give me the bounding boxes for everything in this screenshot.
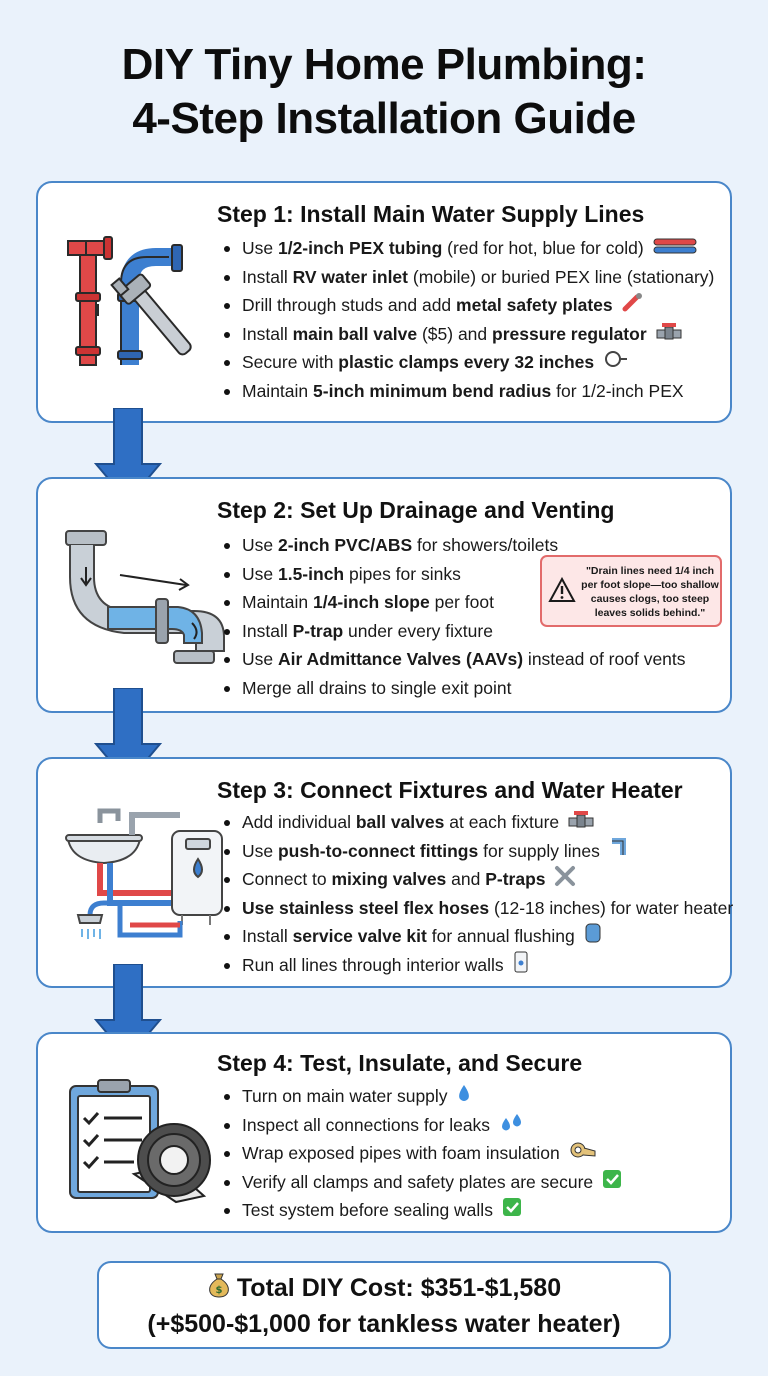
check-icon <box>602 1169 622 1198</box>
title-line-1: DIY Tiny Home Plumbing: <box>121 40 647 89</box>
step-1-heading: Step 1: Install Main Water Supply Lines <box>217 201 645 227</box>
check-icon <box>502 1197 522 1226</box>
svg-text:$: $ <box>215 1285 222 1296</box>
list-item: Wrap exposed pipes with foam insulation <box>222 1139 622 1168</box>
list-item: Test system before sealing walls <box>222 1196 622 1225</box>
step-1-card: Step 1: Install Main Water Supply Lines … <box>36 181 732 423</box>
total-cost-line-1: Total DIY Cost: $351-$1,580 <box>236 1274 562 1302</box>
step-3-heading: Step 3: Connect Fixtures and Water Heate… <box>217 777 683 803</box>
fitting-icon <box>609 837 633 868</box>
step-1-list: Use 1/2-inch PEX tubing (red for hot, bl… <box>222 234 714 405</box>
fixtures-heater-illustration <box>60 803 230 958</box>
list-item: Connect to mixing valves and P-traps <box>222 865 733 894</box>
list-item: Add individual ball valves at each fixtu… <box>222 808 733 837</box>
step-2-list: Use 2-inch PVC/ABS for showers/toilets U… <box>222 531 686 702</box>
list-item: Use 2-inch PVC/ABS for showers/toilets <box>222 531 686 560</box>
drain-pipe-illustration <box>60 527 230 672</box>
clamp-icon <box>603 349 629 378</box>
list-item: Maintain 1/4-inch slope per foot <box>222 588 686 617</box>
total-cost-box: $ Total DIY Cost: $351-$1,580 (+$500-$1,0… <box>97 1261 671 1349</box>
list-item: Maintain 5-inch minimum bend radius for … <box>222 377 714 406</box>
heater-icon <box>513 951 529 982</box>
list-item: Install service valve kit for annual flu… <box>222 922 733 951</box>
warning-text: "Drain lines need 1/4 inch per foot slop… <box>581 565 719 619</box>
step-3-list: Add individual ball valves at each fixtu… <box>222 808 733 979</box>
list-item: Merge all drains to single exit point <box>222 674 686 703</box>
warning-icon <box>548 577 576 602</box>
list-item: Turn on main water supply <box>222 1082 622 1111</box>
pipes-wrench-illustration <box>56 223 226 378</box>
step-3-card: Step 3: Connect Fixtures and Water Heate… <box>36 757 733 988</box>
list-item: Verify all clamps and safety plates are … <box>222 1168 622 1197</box>
slope-warning-box: "Drain lines need 1/4 inch per foot slop… <box>540 555 722 627</box>
droplets-icon <box>499 1112 525 1141</box>
step-2-card: Step 2: Set Up Drainage and Venting Use … <box>36 477 732 713</box>
list-item: Secure with plastic clamps every 32 inch… <box>222 348 714 377</box>
list-item: Use 1.5-inch pipes for sinks <box>222 560 686 589</box>
pex-tubes-icon <box>653 235 697 264</box>
drill-icon <box>622 292 644 321</box>
list-item: Use stainless steel flex hoses (12-18 in… <box>222 894 733 923</box>
tank-icon <box>584 922 602 953</box>
title-line-2: 4-Step Installation Guide <box>132 94 636 143</box>
list-item: Install main ball valve ($5) and pressur… <box>222 320 714 349</box>
step-4-card: Step 4: Test, Insulate, and Secure Turn … <box>36 1032 732 1233</box>
list-item: Install P-trap under every fixture <box>222 617 686 646</box>
valve-icon <box>568 809 594 838</box>
list-item: Use Air Admittance Valves (AAVs) instead… <box>222 645 686 674</box>
checklist-tape-illustration <box>64 1078 224 1213</box>
list-item: Use 1/2-inch PEX tubing (red for hot, bl… <box>222 234 714 263</box>
droplet-icon <box>456 1083 472 1112</box>
step-2-heading: Step 2: Set Up Drainage and Venting <box>217 497 615 523</box>
total-cost-line-2: (+$500-$1,000 for tankless water heater) <box>147 1309 621 1338</box>
list-item: Run all lines through interior walls <box>222 951 733 980</box>
tape-icon <box>569 1140 597 1169</box>
list-item: Drill through studs and add metal safety… <box>222 291 714 320</box>
valve-icon <box>656 321 682 350</box>
list-item: Install RV water inlet (mobile) or burie… <box>222 263 714 292</box>
step-4-list: Turn on main water supply Inspect all co… <box>222 1082 622 1225</box>
step-4-heading: Step 4: Test, Insulate, and Secure <box>217 1050 583 1076</box>
tools-icon <box>554 865 576 896</box>
money-bag-icon: $ <box>207 1272 231 1307</box>
list-item: Inspect all connections for leaks <box>222 1111 622 1140</box>
page-title: DIY Tiny Home Plumbing: 4-Step Installat… <box>0 38 768 146</box>
list-item: Use push-to-connect fittings for supply … <box>222 837 733 866</box>
